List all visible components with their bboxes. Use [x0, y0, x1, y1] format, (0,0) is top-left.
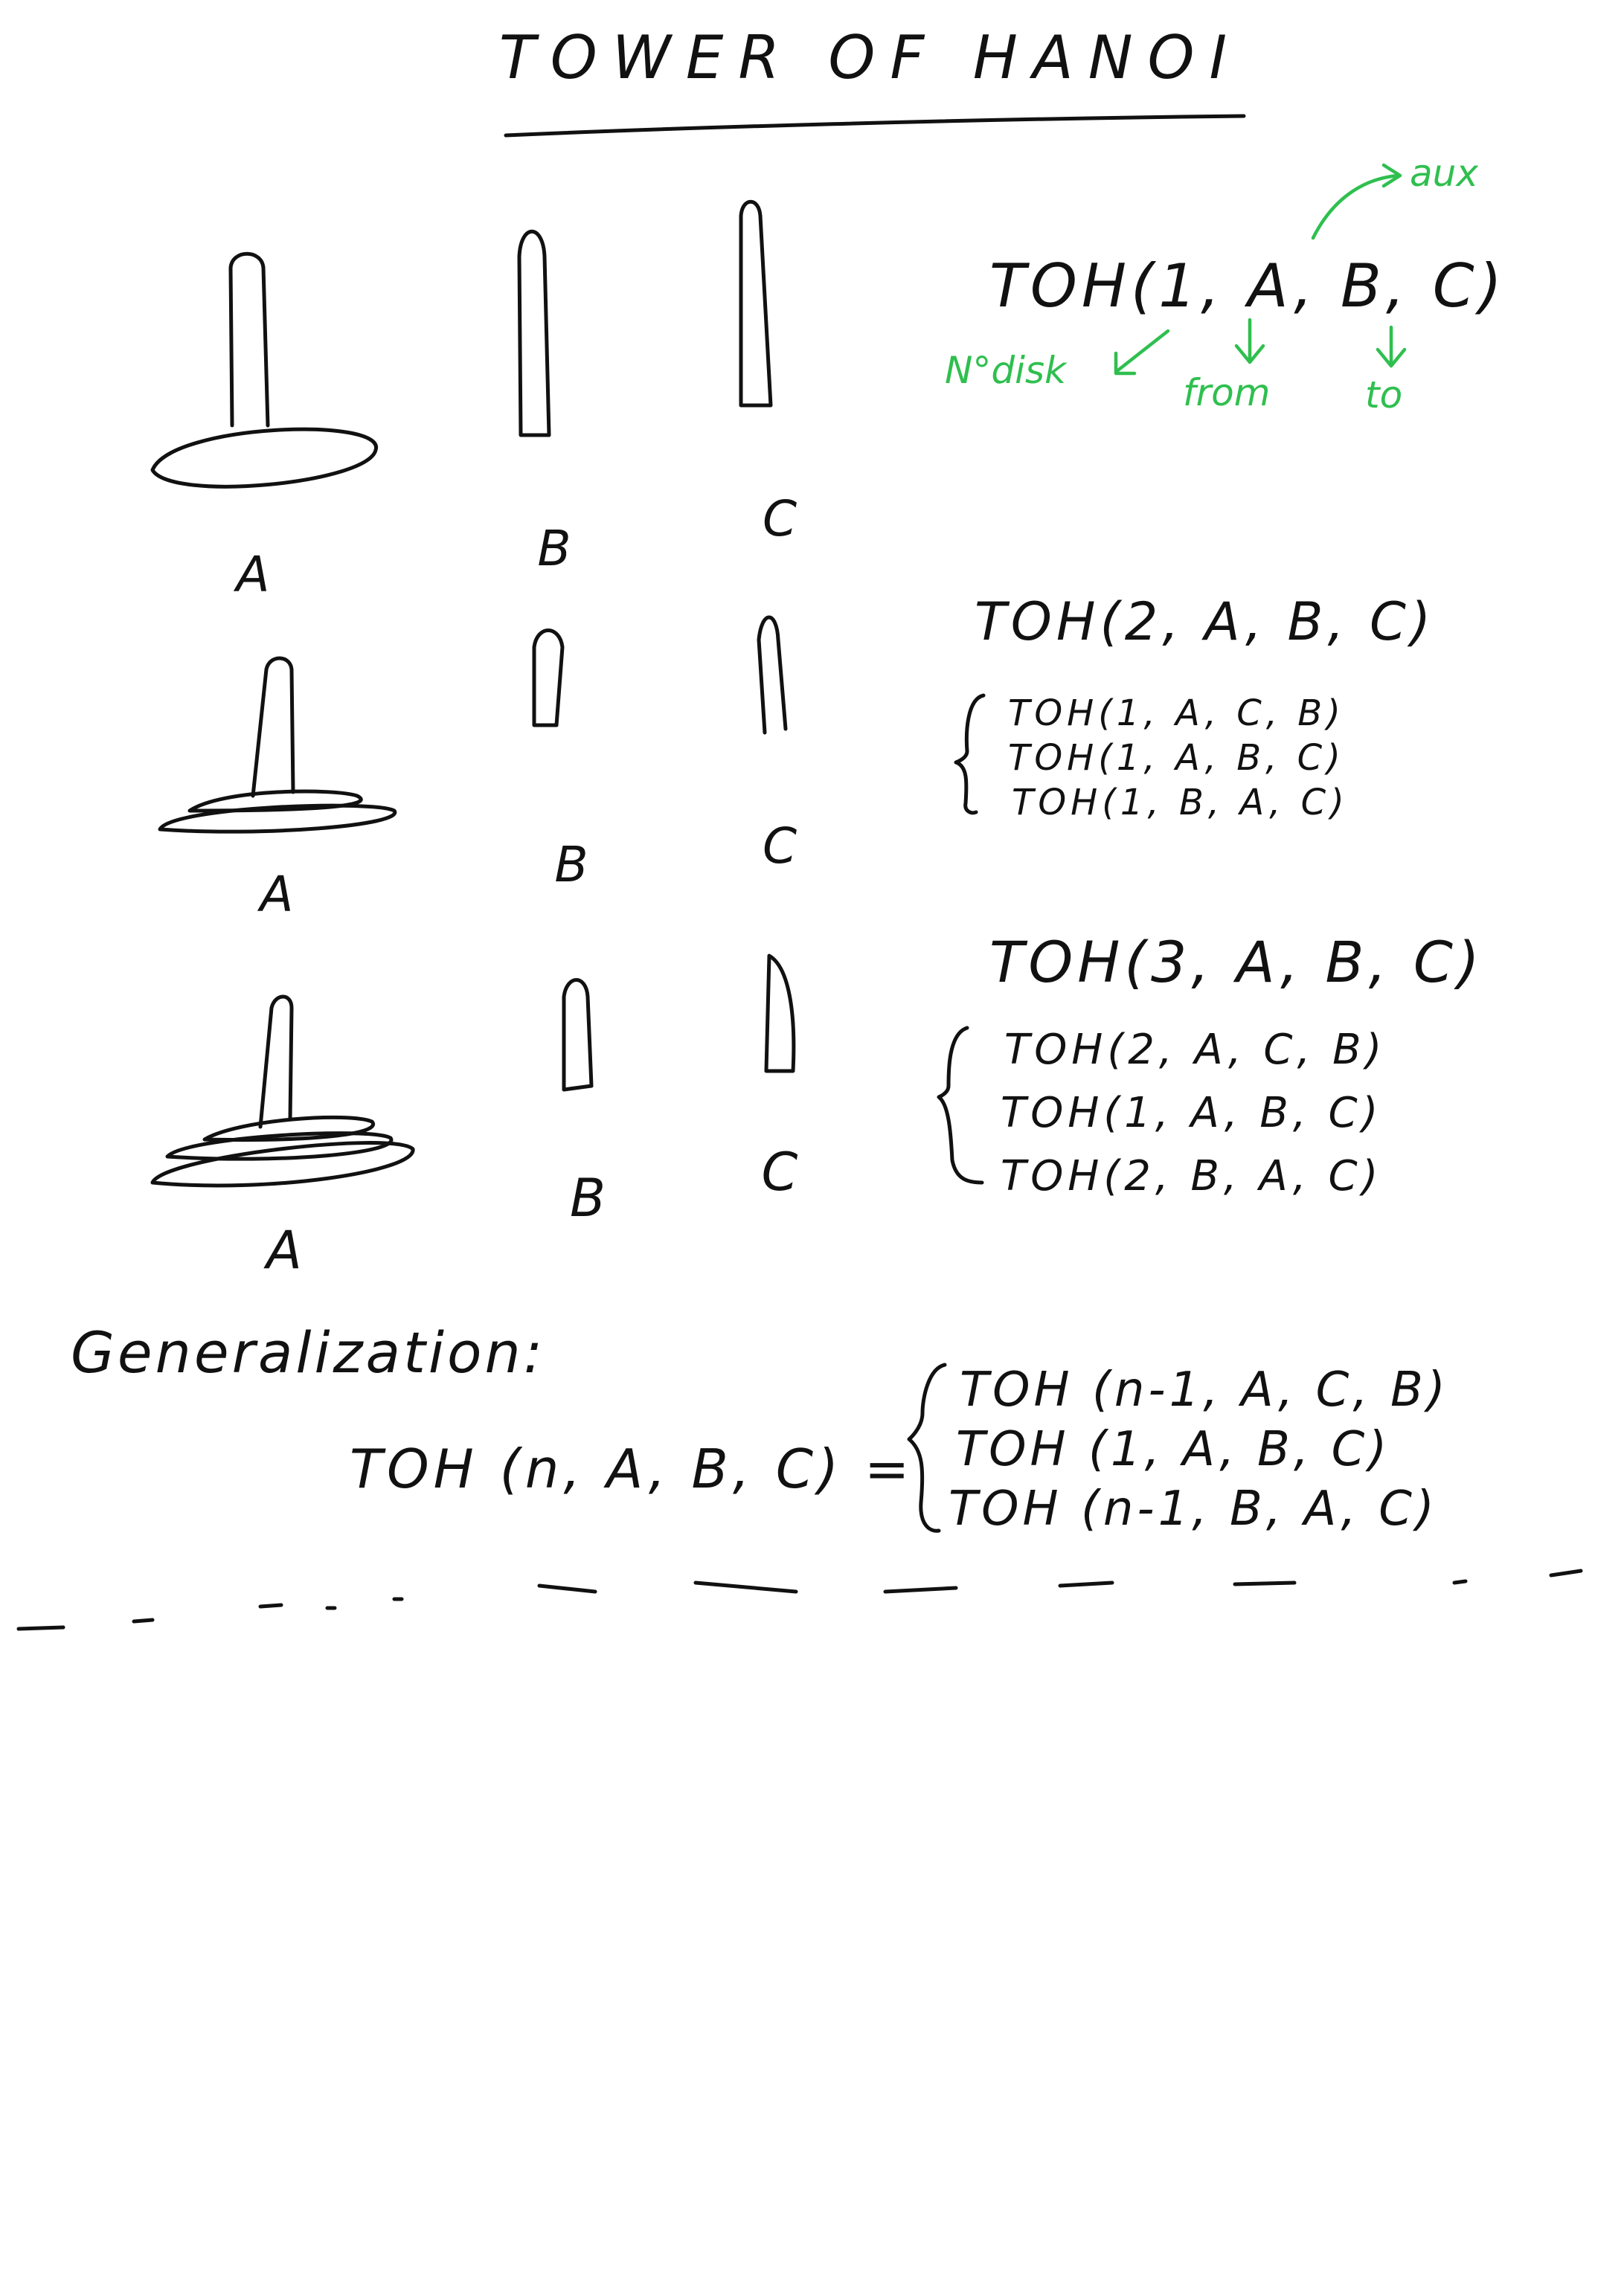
rod-a	[258, 994, 294, 1129]
example-3: TOH(3, A, B, C) TOH(2, A, C, B) TOH(1, A…	[937, 929, 1484, 1200]
title-underline	[504, 114, 1246, 138]
dashed-separator	[16, 1569, 1583, 1631]
hanoi-diagram-1: A B C	[150, 199, 797, 603]
example-3-call: TOH(3, A, B, C)	[989, 929, 1484, 995]
disk-count-arrow	[1114, 329, 1170, 374]
disk-large	[158, 803, 397, 834]
rod-c	[764, 954, 796, 1073]
rod-label-a: A	[257, 866, 293, 923]
disk-count-arrowhead	[1114, 351, 1137, 376]
rod-label-c: C	[763, 817, 797, 875]
aux-annotation: aux	[1410, 152, 1478, 195]
rod-label-c: C	[763, 490, 797, 547]
example-1-call: TOH(1, A, B, C)	[989, 251, 1506, 321]
hanoi-diagram-3: A B C	[150, 954, 798, 1281]
disk-small	[187, 789, 363, 813]
rod-label-c: C	[762, 1142, 798, 1203]
rod-label-a: A	[263, 1220, 302, 1281]
example-1: TOH(1, A, B, C) aux N°disk from to	[945, 152, 1506, 417]
generalization: Generalization: TOH (n, A, B, C) = TOH (…	[71, 1319, 1449, 1537]
generalization-lhs: TOH (n, A, B, C) =	[350, 1438, 914, 1500]
example-2-brace	[954, 693, 986, 815]
example-2-step-3: TOH(1, B, A, C)	[1012, 782, 1349, 823]
rod-c	[739, 199, 773, 408]
hanoi-diagram-2: A B C	[158, 615, 797, 923]
from-annotation: from	[1183, 371, 1270, 414]
generalization-step-1: TOH (n-1, A, C, B)	[960, 1363, 1449, 1418]
rod-label-b: B	[554, 836, 588, 893]
example-3-brace	[937, 1026, 984, 1185]
from-arrow	[1234, 318, 1265, 364]
example-2-step-2: TOH(1, A, B, C)	[1008, 737, 1345, 779]
page-title: TOWER OF HANOI	[499, 23, 1242, 92]
rod-label-b: B	[570, 1168, 606, 1229]
generalization-step-2: TOH (1, A, B, C)	[956, 1422, 1390, 1477]
generalization-brace	[907, 1363, 947, 1533]
example-3-step-2: TOH(1, A, B, C)	[1001, 1089, 1382, 1137]
rod-b	[562, 978, 594, 1092]
aux-arrowhead	[1381, 163, 1402, 188]
generalization-heading: Generalization:	[71, 1319, 545, 1386]
example-3-step-3: TOH(2, B, A, C)	[1001, 1152, 1382, 1200]
rod-b	[532, 628, 565, 727]
example-2: TOH(2, A, B, C) TOH(1, A, C, B) TOH(1, A…	[954, 591, 1435, 823]
example-2-call: TOH(2, A, B, C)	[975, 591, 1435, 652]
aux-arrow	[1311, 173, 1401, 240]
rod-label-a: A	[233, 546, 269, 603]
disk-large	[150, 1141, 415, 1188]
rod-b	[517, 230, 551, 437]
to-arrow	[1376, 325, 1407, 368]
rod-a	[251, 656, 295, 798]
disk	[150, 427, 378, 489]
example-2-step-1: TOH(1, A, C, B)	[1008, 692, 1345, 734]
disk-medium	[165, 1131, 394, 1161]
disk-small	[202, 1115, 376, 1142]
example-3-step-1: TOH(2, A, C, B)	[1004, 1026, 1386, 1074]
generalization-step-3: TOH (n-1, B, A, C)	[949, 1482, 1438, 1537]
disk-count-annotation: N°disk	[945, 349, 1068, 392]
rod-a	[228, 251, 270, 428]
to-annotation: to	[1365, 373, 1402, 417]
rod-label-b: B	[537, 520, 571, 577]
rod-c	[757, 615, 788, 735]
